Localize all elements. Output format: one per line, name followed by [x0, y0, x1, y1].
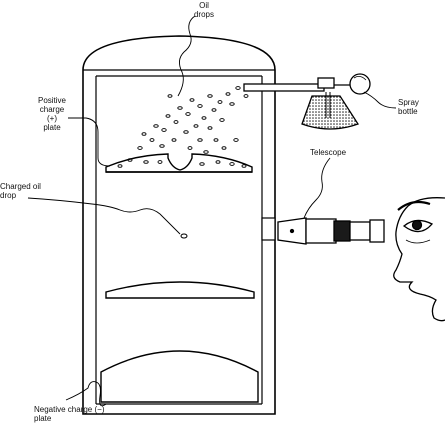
telescope-icon — [277, 217, 385, 245]
charged-oil-drop — [180, 233, 188, 239]
charged-oil-drop-label: Charged oil drop — [0, 182, 41, 200]
positive-plate — [105, 153, 253, 173]
negative-plate-label: Negative charge (−) plate — [34, 405, 105, 423]
telescope-label: Telescope — [310, 148, 347, 157]
chamber — [82, 35, 276, 415]
oil-drops-label: Oil drops — [193, 1, 214, 19]
middle-plate — [105, 281, 255, 299]
leader-lines — [27, 15, 397, 407]
spray-tube — [243, 83, 325, 92]
spray-bottle-icon — [301, 73, 371, 130]
negative-plate — [100, 350, 259, 403]
positive-plate-label: Positive charge (+) plate — [37, 96, 66, 132]
spray-bottle-label: Spray bottle — [398, 98, 419, 116]
oil-drops — [117, 86, 249, 168]
observer-face — [393, 197, 445, 322]
